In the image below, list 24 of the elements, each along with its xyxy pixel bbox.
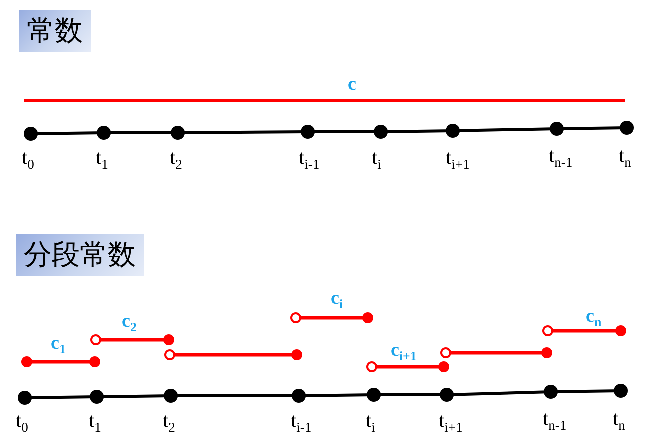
- time-point-label: t$_{i}$: [366, 411, 376, 431]
- time-point-label: t$_{0}$: [16, 411, 28, 431]
- constant-label: c: [348, 75, 356, 94]
- time-point-label: t$_{n-1}$: [543, 409, 567, 429]
- time-point-label: t$_{1}$: [89, 411, 102, 431]
- constant-label: c$_{i+1}$: [391, 341, 417, 360]
- section-heading: 常数: [19, 10, 91, 52]
- time-point-label: t$_{2}$: [163, 411, 176, 431]
- constant-label: c$_{i}$: [331, 289, 344, 308]
- time-point-label: t$_{i+1}$: [439, 411, 463, 431]
- constant-label: c$_{2}$: [122, 312, 137, 331]
- constant-label: c$_{n}$: [586, 307, 602, 326]
- time-point-label: t$_{n-1}$: [549, 146, 573, 166]
- time-point-label: t$_{2}$: [170, 148, 182, 168]
- time-point-label: t$_{i+1}$: [446, 148, 470, 168]
- time-point-label: t$_{n}$: [619, 146, 632, 166]
- time-point-label: t$_{1}$: [96, 148, 108, 168]
- section-heading: 分段常数: [16, 234, 144, 276]
- time-point-label: t$_{n}$: [613, 409, 626, 429]
- time-point-label: t$_{i-1}$: [299, 148, 320, 168]
- time-point-label: t$_{i}$: [372, 148, 382, 168]
- constant-label: c$_{1}$: [51, 334, 66, 353]
- time-point-label: t$_{0}$: [22, 148, 34, 168]
- time-point-label: t$_{i-1}$: [291, 411, 312, 431]
